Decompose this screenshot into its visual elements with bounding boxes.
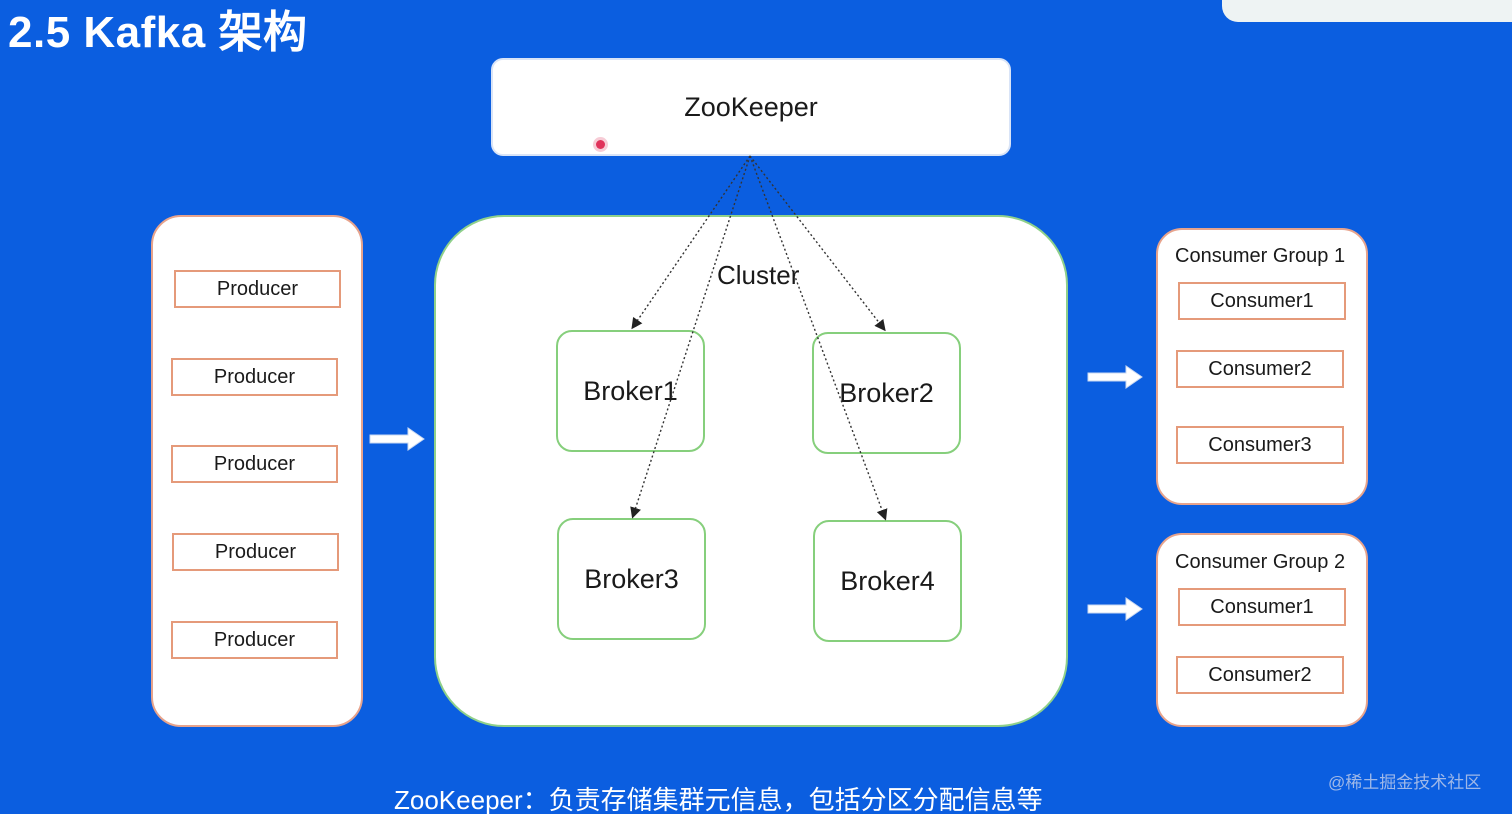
broker-2: Broker2 bbox=[812, 332, 961, 454]
producer-box: Producer bbox=[171, 358, 338, 396]
consumer-box: Consumer1 bbox=[1178, 588, 1346, 626]
slide-title: 2.5 Kafka 架构 bbox=[8, 8, 308, 57]
consumer-group-1-label: Consumer Group 1 bbox=[1175, 245, 1346, 267]
producer-box: Producer bbox=[171, 621, 338, 659]
broker-1: Broker1 bbox=[556, 330, 705, 452]
arrow-right-icon bbox=[1087, 597, 1143, 621]
producer-box: Producer bbox=[174, 270, 341, 308]
arrow-right-icon bbox=[369, 427, 425, 451]
top-right-bar bbox=[1222, 0, 1512, 22]
watermark: @稀土掘金技术社区 bbox=[1328, 773, 1482, 792]
producer-box: Producer bbox=[171, 445, 338, 483]
consumer-box: Consumer1 bbox=[1178, 282, 1346, 320]
broker-3: Broker3 bbox=[557, 518, 706, 640]
consumer-box: Consumer2 bbox=[1176, 350, 1344, 388]
consumer-box: Consumer3 bbox=[1176, 426, 1344, 464]
arrow-right-icon bbox=[1087, 365, 1143, 389]
broker-4: Broker4 bbox=[813, 520, 962, 642]
producer-box: Producer bbox=[172, 533, 339, 571]
zookeeper-box: ZooKeeper bbox=[491, 58, 1011, 156]
zookeeper-label: ZooKeeper bbox=[684, 91, 818, 122]
cursor-dot-icon bbox=[596, 140, 605, 149]
consumer-group-2 bbox=[1156, 533, 1368, 727]
consumer-group-2-label: Consumer Group 2 bbox=[1175, 551, 1346, 573]
cluster-label: Cluster bbox=[717, 260, 800, 290]
cluster-container bbox=[434, 215, 1068, 727]
consumer-box: Consumer2 bbox=[1176, 656, 1344, 694]
footer-caption: ZooKeeper：负责存储集群元信息，包括分区分配信息等 bbox=[394, 785, 1043, 814]
